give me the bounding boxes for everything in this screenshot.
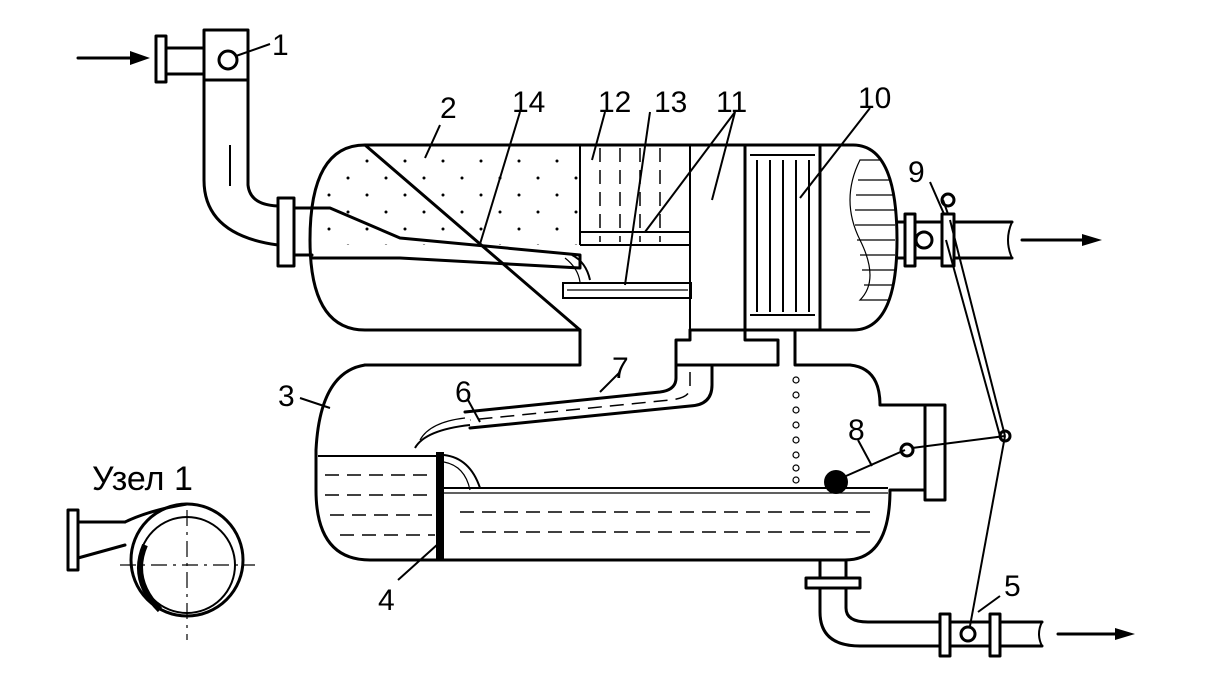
label-7: 7 (612, 352, 629, 385)
label-12: 12 (598, 86, 631, 119)
number-labels: 1 2 14 12 13 11 10 9 3 6 7 8 4 5 Узел 1 (92, 29, 1021, 617)
label-8: 8 (848, 414, 865, 447)
label-10: 10 (858, 82, 891, 115)
label-14: 14 (512, 86, 545, 119)
label-1: 1 (272, 29, 289, 62)
label-9: 9 (908, 156, 925, 189)
inset-node-1 (66, 502, 255, 640)
upper-vessel (308, 143, 899, 332)
label-2: 2 (440, 92, 457, 125)
label-4: 4 (378, 584, 395, 617)
label-5: 5 (1004, 570, 1021, 603)
label-6: 6 (455, 376, 472, 409)
packing-12 (579, 145, 691, 330)
gas-outlet (895, 192, 1102, 268)
connecting-pipes (363, 328, 852, 484)
heat-exchanger-10 (743, 143, 822, 332)
label-13: 13 (654, 86, 687, 119)
linkage (945, 219, 1012, 627)
inlet-pipe (154, 28, 314, 268)
label-11: 11 (716, 86, 747, 119)
leader-lines (235, 43, 1001, 613)
inlet-arrow (76, 51, 150, 65)
inset-caption: Узел 1 (92, 460, 193, 498)
label-3: 3 (278, 380, 295, 413)
lower-vessel (314, 363, 1135, 658)
